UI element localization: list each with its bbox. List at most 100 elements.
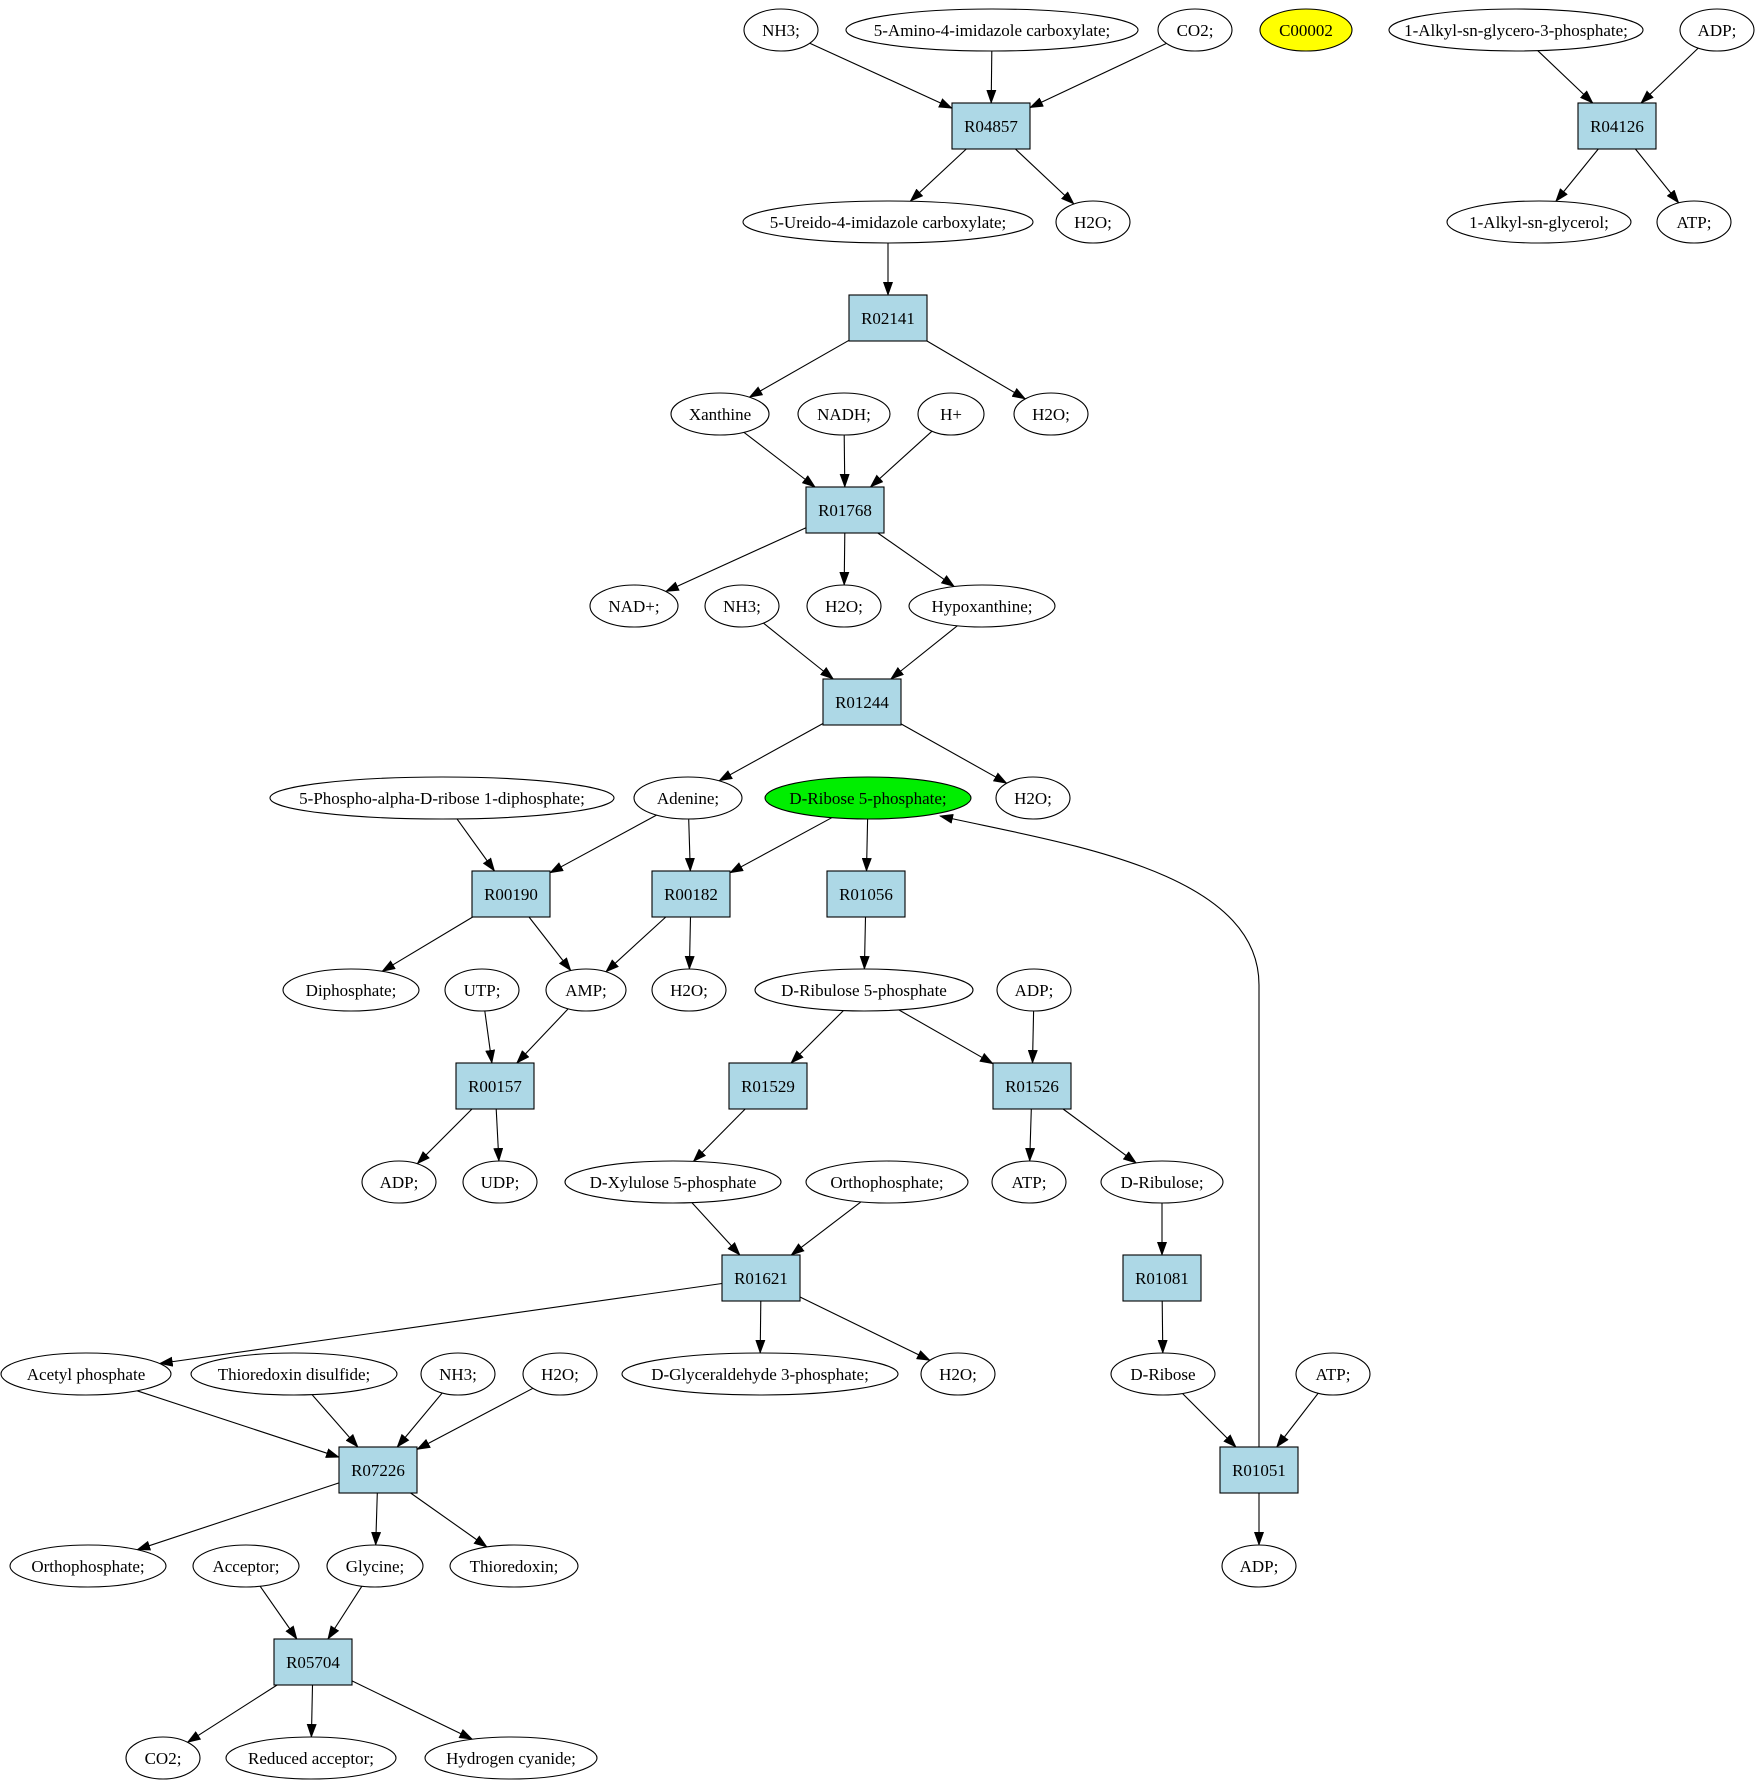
compound-node-udp: UDP; — [462, 1160, 538, 1204]
edge-alkyl-g3p-to-r04126 — [1537, 50, 1594, 104]
node-label: R00182 — [664, 885, 718, 904]
edge-r00157-to-adp-c — [416, 1108, 473, 1165]
compound-node-hypoxanthine: Hypoxanthine; — [908, 584, 1056, 628]
edge-r04126-to-atp-a — [1634, 148, 1680, 204]
compound-ellipse — [845, 8, 1139, 52]
compound-node-co2: CO2; — [125, 1736, 201, 1780]
compound-ellipse — [1446, 200, 1632, 244]
node-label: R02141 — [861, 309, 915, 328]
node-label: R01529 — [741, 1077, 795, 1096]
edge-r00190-to-diphosphate — [381, 916, 473, 972]
edge-nh3-a-to-r04857 — [809, 42, 953, 109]
compound-node-5-amino-4-imidazole-carboxylate: 5-Amino-4-imidazole carboxylate; — [845, 8, 1139, 52]
node-label: NH3; — [762, 21, 800, 40]
compound-ellipse — [0, 1352, 172, 1396]
node-label: Reduced acceptor; — [248, 1749, 374, 1768]
compound-ellipse — [192, 1544, 300, 1588]
compound-node-amp: AMP; — [545, 968, 627, 1012]
compound-node-nad: NAD+; — [589, 584, 679, 628]
reaction-node-r01526: R01526 — [992, 1062, 1072, 1110]
reaction-node-r01051: R01051 — [1219, 1446, 1299, 1494]
edge-glycine-to-r05704 — [327, 1585, 363, 1640]
node-label: NH3; — [439, 1365, 477, 1384]
reaction-node-r00190: R00190 — [471, 870, 551, 918]
reaction-node-r07226: R07226 — [338, 1446, 418, 1494]
edge-r05704-to-reduced-acceptor — [306, 1684, 317, 1738]
compound-node-acceptor: Acceptor; — [192, 1544, 300, 1588]
node-label: R04857 — [964, 117, 1018, 136]
reaction-node-r01768: R01768 — [805, 486, 885, 534]
node-label: R01526 — [1005, 1077, 1059, 1096]
compound-ellipse — [1259, 8, 1353, 52]
edge-ribulose5p-to-r01526 — [898, 1009, 994, 1065]
edge-adp-a-to-r04126 — [1640, 47, 1699, 104]
edge-ribose5p-to-r01056 — [861, 818, 872, 872]
compound-ellipse — [754, 968, 974, 1012]
edge-r07226-to-glycine — [371, 1492, 382, 1546]
edge-utp-to-r00157 — [484, 1010, 496, 1064]
reaction-node-r00182: R00182 — [651, 870, 731, 918]
compound-ellipse — [1679, 8, 1755, 52]
node-label: R01621 — [734, 1269, 788, 1288]
node-label: Hydrogen cyanide; — [446, 1749, 576, 1768]
compound-node-reduced-acceptor: Reduced acceptor; — [225, 1736, 397, 1780]
node-label: NH3; — [723, 597, 761, 616]
node-label: D-Ribulose 5-phosphate — [781, 981, 947, 1000]
edge-atp-c-to-r01051 — [1276, 1392, 1319, 1448]
compound-ellipse — [1110, 1352, 1216, 1396]
compound-ellipse — [545, 968, 627, 1012]
node-label: R01051 — [1232, 1461, 1286, 1480]
node-label: H2O; — [670, 981, 708, 1000]
compound-ellipse — [797, 392, 891, 436]
node-label: AMP; — [565, 981, 607, 1000]
edge-h2o-f-to-r07226 — [416, 1387, 534, 1450]
compound-ellipse — [670, 392, 770, 436]
compound-ellipse — [1656, 200, 1732, 244]
reaction-box — [1219, 1446, 1299, 1494]
compound-ellipse — [917, 392, 985, 436]
reaction-box — [951, 102, 1031, 150]
compound-node-hydrogen-cyanide: Hydrogen cyanide; — [424, 1736, 598, 1780]
compound-node-nh3: NH3; — [743, 8, 819, 52]
edge-r02141-to-h2o-b — [926, 340, 1027, 400]
compound-ellipse — [621, 1352, 899, 1396]
edge-orthophosphate-a-to-r01621 — [790, 1201, 862, 1256]
compound-ellipse — [995, 776, 1071, 820]
compound-node-nadh: NADH; — [797, 392, 891, 436]
compound-node-utp: UTP; — [444, 968, 520, 1012]
reaction-node-r00157: R00157 — [455, 1062, 535, 1110]
reaction-box — [338, 1446, 418, 1494]
node-label: CO2; — [1177, 21, 1214, 40]
compound-node-adp: ADP; — [996, 968, 1072, 1012]
edge-r01621-to-g3p — [755, 1300, 766, 1354]
reaction-box — [1577, 102, 1657, 150]
edge-r01768-to-nadplus — [664, 527, 807, 593]
compound-node-adenine: Adenine; — [633, 776, 743, 820]
edge-acceptor-to-r05704 — [259, 1585, 298, 1640]
compound-ellipse — [282, 968, 420, 1012]
compound-ellipse — [125, 1736, 201, 1780]
compound-node-atp: ATP; — [1295, 1352, 1371, 1396]
node-label: R01768 — [818, 501, 872, 520]
compound-node-d-xylulose-5-phosphate: D-Xylulose 5-phosphate — [564, 1160, 782, 1204]
node-label: CO2; — [145, 1749, 182, 1768]
edge-ribose5p-to-r00182 — [729, 817, 833, 874]
node-label: ADP; — [1015, 981, 1054, 1000]
compound-node-d-glyceraldehyde-3-phosphate: D-Glyceraldehyde 3-phosphate; — [621, 1352, 899, 1396]
compound-node-h2o: H2O; — [806, 584, 882, 628]
node-label: H2O; — [1014, 789, 1052, 808]
node-label: ATP; — [1012, 1173, 1047, 1192]
node-label: ADP; — [380, 1173, 419, 1192]
compound-node-5-phospho-alpha-d-ribose-1-diphosphate: 5-Phospho-alpha-D-ribose 1-diphosphate; — [269, 776, 615, 820]
node-label: C00002 — [1279, 21, 1333, 40]
node-label: D-Xylulose 5-phosphate — [590, 1173, 757, 1192]
compound-node-c00002: C00002 — [1259, 8, 1353, 52]
reaction-box — [826, 870, 906, 918]
reaction-box — [728, 1062, 808, 1110]
compound-node-thioredoxin: Thioredoxin; — [449, 1544, 579, 1588]
edge-r01051-to-ribose5p — [939, 813, 1260, 1447]
node-label: 5-Ureido-4-imidazole carboxylate; — [770, 213, 1006, 232]
compound-ellipse — [1100, 1160, 1224, 1204]
compound-ellipse — [1157, 8, 1233, 52]
node-label: 5-Amino-4-imidazole carboxylate; — [874, 21, 1111, 40]
